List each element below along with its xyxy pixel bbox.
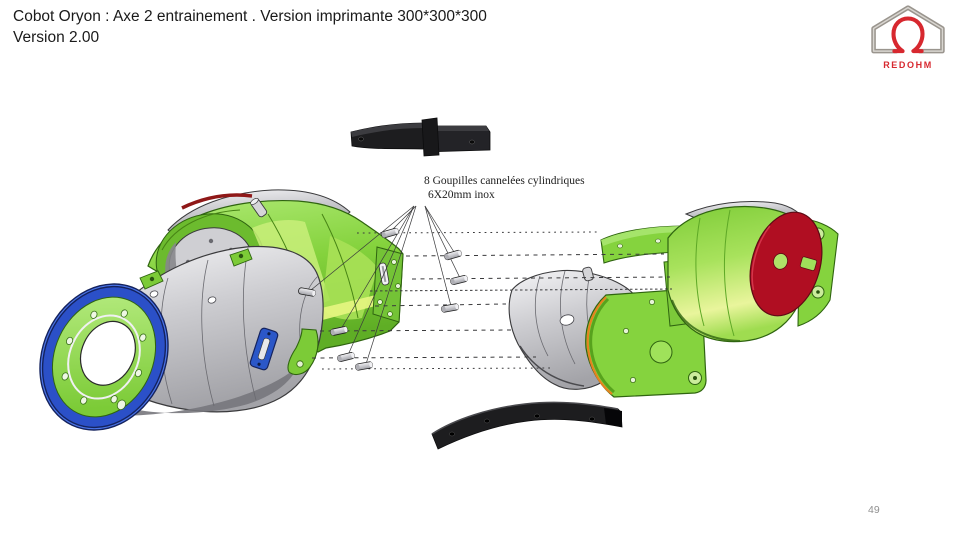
d-plate-center-hole [649, 340, 673, 364]
orange-gasket-rim [586, 296, 613, 395]
disc-center-hole [773, 253, 788, 270]
middle-bottom-edge [519, 345, 585, 387]
redohm-logo: REDOHM [862, 4, 954, 80]
top-black-bracket [350, 117, 491, 157]
pin-callout-label: 8 Goupilles cannelées cylindriques 6X20m… [424, 174, 585, 202]
right-arm-crease1 [695, 217, 705, 327]
dowel-pin [337, 352, 355, 362]
housing-crease1 [161, 209, 241, 251]
cylinder-hole1 [149, 290, 159, 298]
dowel-pin [298, 287, 316, 297]
dowel-pin [441, 303, 459, 313]
page-number: 49 [868, 504, 880, 516]
housing-crease3 [321, 213, 359, 319]
flange-center-bore [79, 320, 136, 386]
dowel-pins [298, 227, 468, 371]
crimson-end-disc [749, 211, 823, 317]
callout-leader-lines [310, 205, 461, 365]
cylinder-contour2 [201, 259, 215, 407]
middle-oval-hole [559, 314, 575, 326]
right-left-bracket [600, 225, 689, 264]
flange-bolt-holes [61, 309, 147, 411]
cylinder-hole2 [207, 296, 217, 304]
blue-mounting-plate [249, 327, 279, 371]
disc-key-notch [799, 256, 818, 271]
right-arm-bottom-edge [671, 299, 741, 342]
right-arm-crease2 [723, 209, 735, 337]
dowel-pin [450, 275, 468, 285]
green-clamp-tab1 [139, 270, 164, 290]
top-peg [250, 197, 268, 218]
dowel-pin [444, 249, 462, 261]
end-plate-holes [377, 259, 401, 317]
house-outline [871, 5, 945, 54]
bottom-black-strip [431, 401, 623, 450]
red-trim-stripe [181, 193, 253, 210]
slide-title-line1: Cobot Oryon : Axe 2 entrainement . Versi… [13, 8, 487, 25]
redohm-house-omega-icon [871, 5, 945, 54]
right-arm-assembly [600, 201, 839, 343]
dowel-pin [330, 326, 348, 336]
cylinder-contour3 [242, 247, 257, 401]
slide-title: Cobot Oryon : Axe 2 entrainement . Versi… [13, 6, 487, 48]
middle-contour1 [534, 275, 549, 357]
middle-contour2 [560, 270, 576, 365]
slide-title-line2: Version 2.00 [13, 29, 100, 46]
dowel-pin [355, 361, 373, 371]
redohm-brand-text: REDOHM [883, 60, 933, 70]
house-outline-highlight [872, 6, 944, 52]
omega-icon [891, 16, 925, 54]
output-flange [39, 283, 169, 431]
dowel-pin [381, 227, 399, 239]
d-plate-inner-shadow [589, 297, 615, 394]
green-foot-bracket [287, 328, 319, 376]
green-clamp-tab2 [229, 248, 253, 267]
cylinder-underside-shadow [100, 366, 298, 416]
pin-callout-line2: 6X20mm inox [428, 189, 495, 201]
pin-callout-line1: 8 Goupilles cannelées cylindriques [424, 175, 585, 187]
left-arm-assembly [39, 189, 404, 431]
